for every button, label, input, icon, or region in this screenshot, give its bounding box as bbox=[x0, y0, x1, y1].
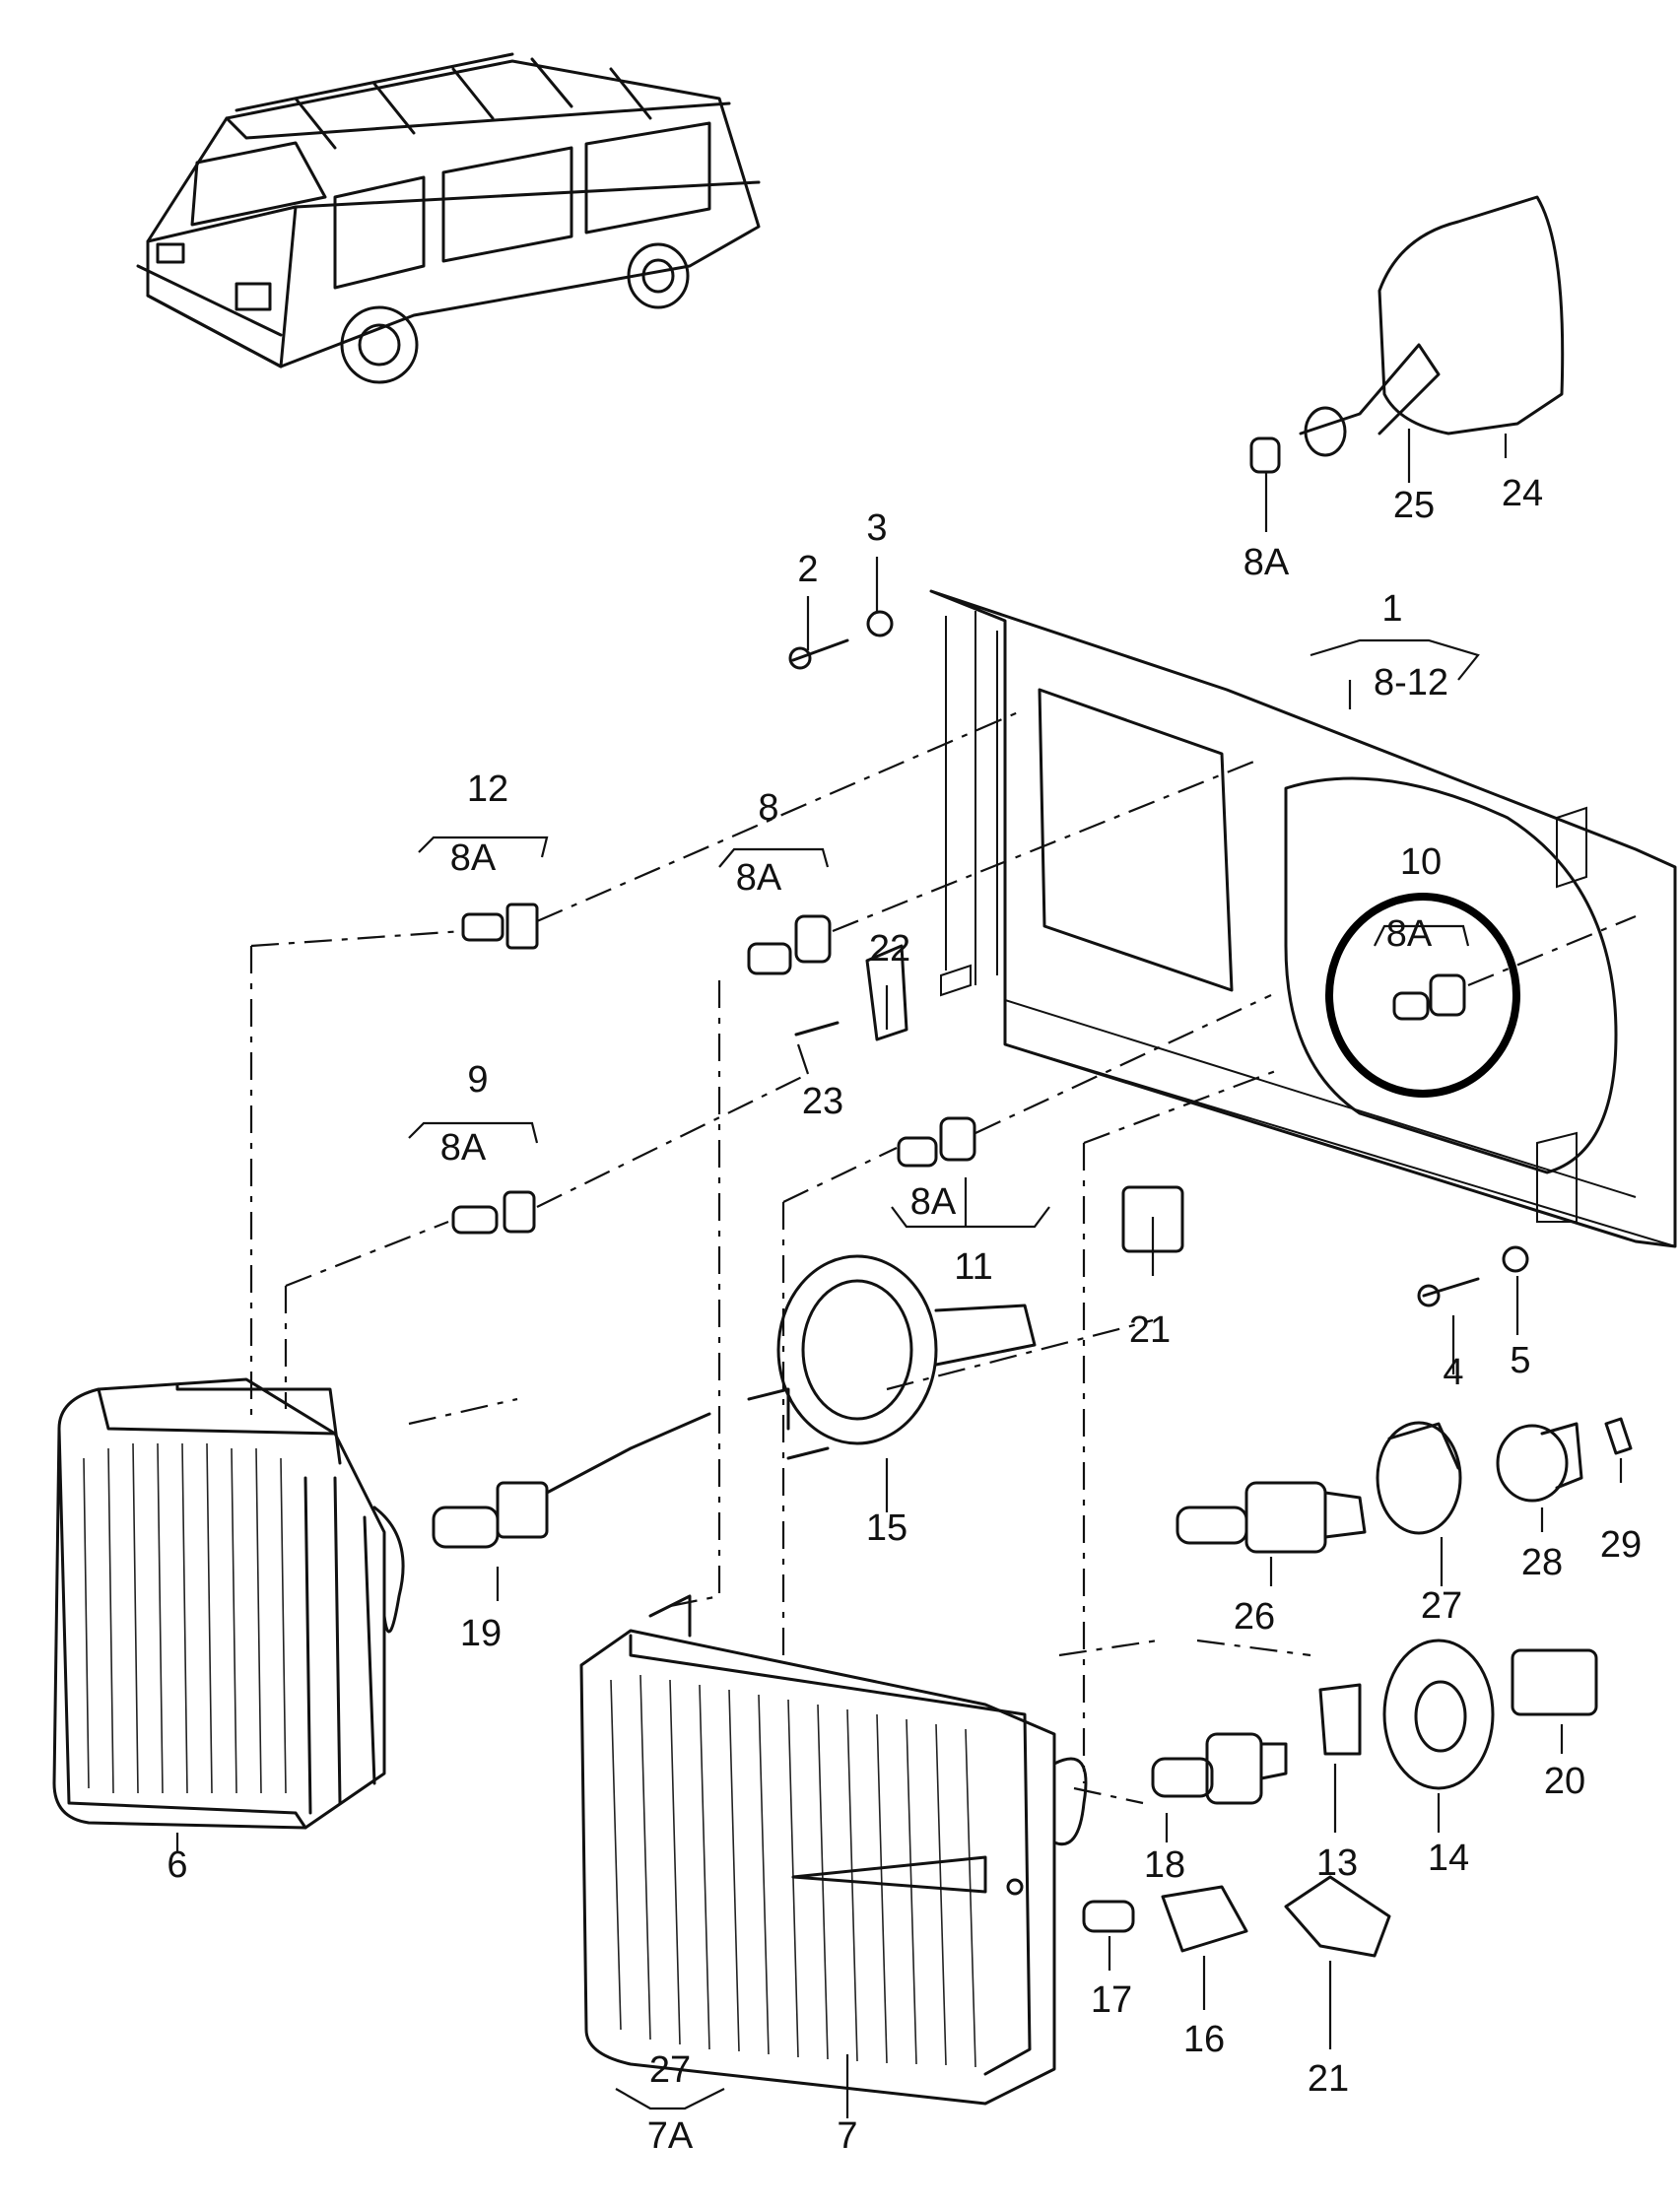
screw-2 bbox=[788, 638, 849, 670]
label-14: 14 bbox=[1428, 1838, 1469, 1879]
label-27: 27 bbox=[1421, 1585, 1462, 1627]
adjuster-8 bbox=[747, 914, 832, 975]
label-7: 7 bbox=[837, 2115, 857, 2157]
label-4: 4 bbox=[1443, 1352, 1463, 1393]
label-28: 28 bbox=[1521, 1542, 1563, 1583]
ring-13 bbox=[1318, 1683, 1362, 1756]
label-6: 6 bbox=[167, 1844, 187, 1886]
cap-27 bbox=[1376, 1421, 1462, 1535]
label-8a-under-9: 8A bbox=[440, 1127, 487, 1169]
cap-14 bbox=[1382, 1639, 1495, 1790]
connector-20 bbox=[1511, 1648, 1598, 1716]
bulb-26 bbox=[1176, 1481, 1367, 1554]
washer-3 bbox=[866, 610, 894, 637]
label-8: 8 bbox=[758, 787, 778, 829]
headlight-frame bbox=[929, 589, 1677, 1248]
label-7a: 7A bbox=[647, 2115, 694, 2157]
adjuster-12 bbox=[461, 903, 539, 950]
label-25: 25 bbox=[1393, 485, 1435, 526]
connector-21b bbox=[1284, 1875, 1391, 1958]
label-26: 26 bbox=[1234, 1596, 1275, 1638]
bulb-18 bbox=[1151, 1732, 1288, 1805]
label-8a-under-12: 8A bbox=[450, 837, 497, 879]
screw-4 bbox=[1417, 1277, 1480, 1307]
label-27-bracket: 27 bbox=[649, 2049, 691, 2091]
label-3: 3 bbox=[866, 507, 887, 549]
label-9: 9 bbox=[467, 1059, 488, 1101]
label-1: 1 bbox=[1381, 588, 1402, 630]
label-2: 2 bbox=[797, 549, 818, 590]
leader-lines bbox=[175, 429, 1623, 2118]
pin-23 bbox=[794, 1021, 840, 1037]
label-8a-under-10: 8A bbox=[1386, 913, 1433, 955]
label-23: 23 bbox=[802, 1081, 843, 1122]
label-29: 29 bbox=[1600, 1524, 1642, 1566]
label-19: 19 bbox=[460, 1613, 502, 1654]
headlamp-7 bbox=[579, 1594, 1088, 2106]
label-15: 15 bbox=[866, 1507, 907, 1549]
label-21-lower: 21 bbox=[1308, 2058, 1349, 2100]
label-13: 13 bbox=[1316, 1842, 1358, 1884]
label-20: 20 bbox=[1544, 1761, 1585, 1802]
label-5: 5 bbox=[1510, 1340, 1530, 1381]
label-8a-under-8: 8A bbox=[736, 857, 782, 899]
clip-22 bbox=[865, 944, 908, 1041]
bulb-holder-15 bbox=[747, 1254, 1037, 1460]
label-10: 10 bbox=[1400, 841, 1442, 883]
holder-16 bbox=[1161, 1885, 1248, 1953]
label-22: 22 bbox=[869, 928, 910, 970]
housing-24 bbox=[1299, 195, 1565, 457]
headlamp-6 bbox=[52, 1377, 405, 1830]
van-illustration bbox=[136, 52, 761, 384]
washer-5 bbox=[1502, 1245, 1529, 1273]
adjuster-11 bbox=[897, 1116, 976, 1168]
adjuster-25 bbox=[1249, 436, 1281, 474]
adjuster-9 bbox=[451, 1190, 536, 1235]
plate-29 bbox=[1604, 1417, 1633, 1455]
label-1-range: 8-12 bbox=[1374, 662, 1448, 703]
assembly-lines bbox=[249, 707, 1637, 1805]
label-8a-under-11: 8A bbox=[910, 1181, 957, 1223]
label-17: 17 bbox=[1091, 1979, 1132, 2021]
bulb-19 bbox=[432, 1412, 711, 1549]
label-21-upper: 21 bbox=[1129, 1309, 1171, 1351]
adjuster-10 bbox=[1392, 973, 1466, 1021]
part-labels: 1 8-12 2 3 4 5 6 7 7A 27 8 8A 9 8A 10 8A… bbox=[167, 473, 1642, 2157]
label-12: 12 bbox=[467, 769, 508, 810]
bulb-17 bbox=[1082, 1900, 1135, 1933]
label-18: 18 bbox=[1144, 1844, 1185, 1886]
label-16: 16 bbox=[1183, 2019, 1225, 2060]
label-24: 24 bbox=[1502, 473, 1543, 514]
highlight-circle bbox=[1325, 893, 1520, 1098]
label-11: 11 bbox=[954, 1246, 992, 1288]
socket-28 bbox=[1496, 1422, 1583, 1503]
label-8a-under-25: 8A bbox=[1243, 542, 1290, 583]
